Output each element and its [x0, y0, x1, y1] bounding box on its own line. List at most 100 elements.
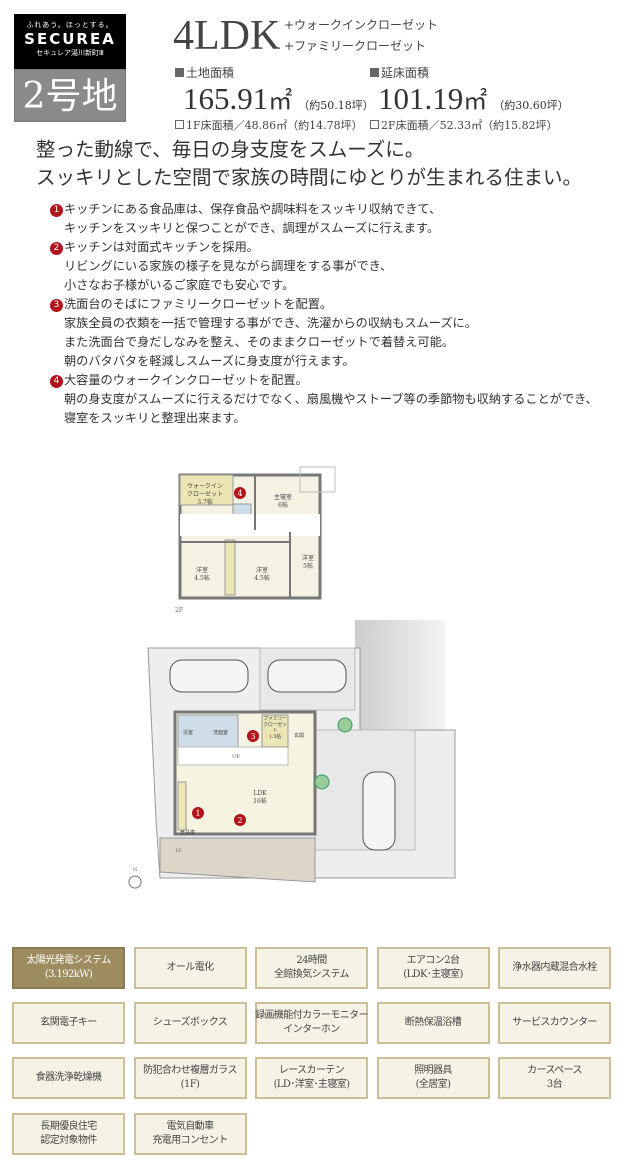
compass-icon	[128, 875, 142, 889]
number-badge-icon: 1	[50, 204, 63, 217]
floor-unit: ㎡	[463, 89, 488, 115]
number-badge-icon: 2	[50, 242, 63, 255]
marker-2	[234, 814, 246, 826]
equipment-item: レースカーテン (LD･洋室･主寝室)	[255, 1057, 368, 1099]
square-icon	[175, 68, 184, 77]
point-text: 家族全員の衣類を一括で管理する事ができ、洗濯からの収納もスムーズに。	[64, 316, 477, 330]
pantry-label: 食品庫	[180, 829, 195, 836]
wash-label: 洗面室	[213, 729, 228, 736]
point-text: キッチンは対面式キッチンを採用。	[64, 240, 259, 254]
headline-line: スッキリとした空間で家族の時間にゆとりが生まれる住まい。	[36, 166, 583, 189]
north-label: N	[133, 867, 138, 873]
point-line: 朝の身支度がスムーズに行えるだけでなく、扇風機やストーブ等の季節物も収納すること…	[50, 390, 598, 409]
plan-extra: +ウォークインクローゼット	[284, 18, 439, 32]
marker-2-label: 2	[237, 816, 242, 825]
number-badge-icon: 4	[50, 375, 63, 388]
equipment-item: 照明器具 (全居室)	[376, 1057, 490, 1099]
logo-tagline: ふれあう。ほっとする。	[26, 21, 114, 29]
balcony	[299, 466, 336, 493]
point-line: 寝室をスッキリと整理出来ます。	[50, 409, 598, 428]
square-outline-icon	[175, 120, 184, 129]
marker-4-label: 4	[237, 489, 242, 498]
point-text: 朝の身支度がスムーズに行えるだけでなく、扇風機やストーブ等の季節物も収納すること…	[64, 392, 598, 406]
equipment-item: 24時間 全館換気システム	[255, 947, 368, 989]
stairs-hall	[177, 746, 289, 766]
lot-number: 2号地	[14, 69, 126, 122]
car-icon	[362, 771, 396, 851]
marker-1-label: 1	[195, 809, 200, 818]
floor-area: 延床面積 101.19㎡（約30.60坪） 2F床面積／52.33㎡（約15.8…	[370, 64, 569, 133]
point-text: 大容量のウォークインクローゼットを配置。	[64, 373, 308, 387]
bath-room	[177, 714, 239, 748]
closet	[224, 539, 236, 596]
equipment-item: 浄水器内蔵混合水栓	[498, 947, 611, 989]
garden	[159, 837, 316, 883]
plan-type: 4LDK	[173, 13, 281, 59]
square-outline-icon	[370, 120, 379, 129]
wic-room	[179, 474, 234, 506]
plan-extra: +ファミリークローゼット	[284, 39, 427, 53]
marker-3-label: 3	[250, 732, 255, 741]
point-line: 小さなお子様がいるご家庭でも安心です。	[50, 276, 598, 295]
equipment-item: 食器洗浄乾燥機	[12, 1057, 125, 1099]
point-line: また洗面台で身だしなみを整え、そのままクローゼットで着替え可能。	[50, 333, 598, 352]
floor-label-2f: 2F	[175, 607, 183, 614]
point-text: 朝のバタバタを軽減しスムーズに身支度が行えます。	[64, 354, 355, 368]
equipment-item: サービスカウンター	[498, 1002, 611, 1044]
stairs-up-label: UP	[232, 754, 240, 760]
marker-3	[247, 730, 259, 742]
point-text: 洗面台のそばにファミリークローゼットを配置。	[64, 297, 333, 311]
marker-4	[234, 487, 246, 499]
hallway	[180, 514, 320, 536]
land-tsubo: （約50.18坪）	[298, 99, 374, 112]
equipment-item: 断熱保温浴槽	[376, 1002, 490, 1044]
car-icon	[169, 659, 249, 693]
equipment-item: 太陽光発電システム (3.192kW)	[12, 947, 125, 989]
logo-subtitle: セキュレア湯川新町Ⅲ	[36, 49, 104, 57]
point-text: リビングにいる家族の様子を見ながら調理をする事ができ、	[64, 259, 393, 273]
pantry	[177, 781, 187, 831]
brand-logo: ふれあう。ほっとする。 SECUREA セキュレア湯川新町Ⅲ 2号地	[14, 14, 126, 122]
tree-icon	[314, 774, 330, 790]
equipment-item: オール電化	[133, 947, 247, 989]
2f-area: 2F床面積／52.33㎡（約15.82坪）	[381, 119, 558, 132]
tree-icon	[337, 717, 353, 733]
equipment-item: エアコン2台 (LDK･主寝室)	[376, 947, 490, 989]
bath-label: 浴室	[183, 729, 193, 736]
equipment-item: 玄関電子キー	[12, 1002, 125, 1044]
logo-brand: SECUREA	[24, 30, 116, 48]
point-line: リビングにいる家族の様子を見ながら調理をする事ができ、	[50, 257, 598, 276]
neighbor-building	[355, 620, 445, 730]
point-line: キッチンをスッキリと保つことができ、調理がスムーズに行えます。	[50, 219, 598, 238]
point-text: また洗面台で身だしなみを整え、そのままクローゼットで着替え可能。	[64, 335, 454, 349]
equipment-item: 防犯合わせ複層ガラス (1F)	[133, 1057, 247, 1099]
family-closet-label: ファミリー クローゼット 1.5帖	[263, 716, 287, 740]
family-closet	[261, 714, 289, 748]
floor-tsubo: （約30.60坪）	[493, 99, 569, 112]
equipment-item: カースペース 3台	[498, 1057, 611, 1099]
1f-area: 1F床面積／48.86㎡（約14.78坪）	[186, 119, 363, 132]
land-area: 土地面積 165.91㎡（約50.18坪） 1F床面積／48.86㎡（約14.7…	[175, 64, 374, 133]
equipment-item: 長期優良住宅 認定対象物件	[12, 1113, 125, 1155]
point-text: キッチンにある食品庫は、保存食品や調味料をスッキリ収納できて、	[64, 202, 442, 216]
floor-label: 延床面積	[381, 66, 430, 80]
entry-label: 玄関	[294, 732, 304, 739]
marker-1	[192, 807, 204, 819]
headline: 整った動線で、毎日の身支度をスムーズに。 スッキリとした空間で家族の時間にゆとり…	[36, 136, 582, 192]
land-value: 165.91	[183, 81, 269, 116]
point-line: 朝のバタバタを軽減しスムーズに身支度が行えます。	[50, 352, 598, 371]
equipment-item: 電気自動車 充電用コンセント	[133, 1113, 247, 1155]
square-icon	[370, 68, 379, 77]
equipment-item: 録画機能付カラーモニター インターホン	[255, 1002, 369, 1044]
